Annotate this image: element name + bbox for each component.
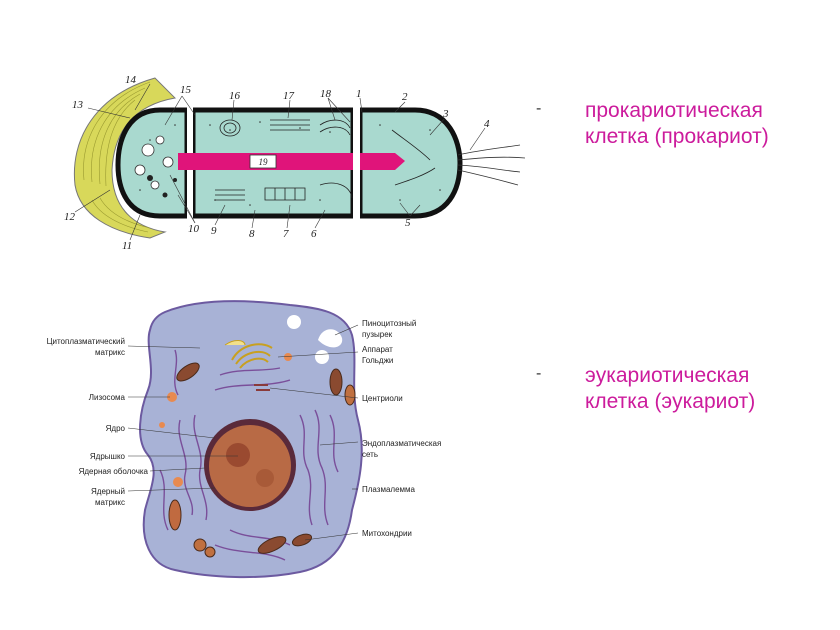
label-lysosome: Лизосома bbox=[89, 393, 126, 402]
label-centrioles: Центриоли bbox=[362, 394, 403, 403]
label-er-2: сеть bbox=[362, 450, 378, 459]
label-nucleus: Ядро bbox=[106, 424, 126, 433]
label-nuclear-matrix-2: матрикс bbox=[95, 498, 125, 507]
golgi-apparatus bbox=[231, 343, 273, 369]
number-13: 13 bbox=[72, 99, 84, 111]
capsule bbox=[73, 77, 177, 239]
inclusions bbox=[134, 135, 174, 190]
number-2: 2 bbox=[402, 91, 408, 103]
cell-wall-left bbox=[115, 107, 190, 219]
number-15: 15 bbox=[180, 84, 192, 96]
caption-dash-prokaryote: - bbox=[536, 100, 542, 117]
lysosomes bbox=[159, 353, 292, 487]
number-8: 8 bbox=[249, 228, 255, 240]
label-er-1: Эндоплазматическая bbox=[362, 439, 441, 448]
number-19: 19 bbox=[259, 157, 269, 167]
caption-prokaryote-line-1: прокариотическая bbox=[585, 99, 763, 122]
number-11: 11 bbox=[122, 240, 132, 252]
caption-prokaryote-line-2: клетка (прокариот) bbox=[585, 125, 769, 148]
label-nuclear-envelope: Ядерная оболочка bbox=[79, 467, 149, 476]
centrioles bbox=[254, 384, 270, 391]
label-pinocytic-vesicle-1: Пиноцитозный bbox=[362, 319, 416, 328]
label-nucleolus: Ядрышко bbox=[90, 452, 126, 461]
number-7: 7 bbox=[283, 228, 289, 240]
caption-dash-eukaryote: - bbox=[536, 365, 542, 382]
label-golgi-1: Аппарат bbox=[362, 345, 393, 354]
label-golgi-2: Гольджи bbox=[362, 356, 393, 365]
number-12: 12 bbox=[64, 211, 76, 223]
number-18: 18 bbox=[320, 88, 332, 100]
number-10: 10 bbox=[188, 223, 200, 235]
caption-eukaryote: эукариотическая клетка (эукариот) bbox=[585, 363, 755, 415]
label-cytoplasmic-matrix-1: Цитоплазматический bbox=[47, 337, 125, 346]
number-4: 4 bbox=[484, 118, 490, 130]
label-cytoplasmic-matrix-2: матрикс bbox=[95, 348, 125, 357]
label-nuclear-matrix-1: Ядерный bbox=[91, 487, 125, 496]
cell-wall-right bbox=[357, 107, 463, 219]
number-6: 6 bbox=[311, 228, 317, 240]
caption-prokaryote: прокариотическая клетка (прокариот) bbox=[585, 98, 769, 150]
number-17: 17 bbox=[283, 90, 295, 102]
caption-eukaryote-line-1: эукариотическая bbox=[585, 364, 750, 387]
nucleolus bbox=[226, 443, 250, 467]
number-5: 5 bbox=[405, 217, 411, 229]
flagella bbox=[457, 144, 526, 186]
number-3: 3 bbox=[442, 108, 449, 120]
endoplasmic-reticulum bbox=[159, 349, 339, 561]
label-plasmalemma: Плазмалемма bbox=[362, 485, 416, 494]
number-14: 14 bbox=[125, 74, 137, 86]
number-9: 9 bbox=[211, 225, 217, 237]
number-16: 16 bbox=[229, 90, 241, 102]
number-1: 1 bbox=[356, 88, 362, 100]
caption-eukaryote-line-2: клетка (эукариот) bbox=[585, 390, 756, 413]
label-pinocytic-vesicle-2: пузырек bbox=[362, 330, 393, 339]
mitochondria bbox=[168, 362, 356, 558]
label-mitochondria: Митохондрии bbox=[362, 529, 412, 538]
